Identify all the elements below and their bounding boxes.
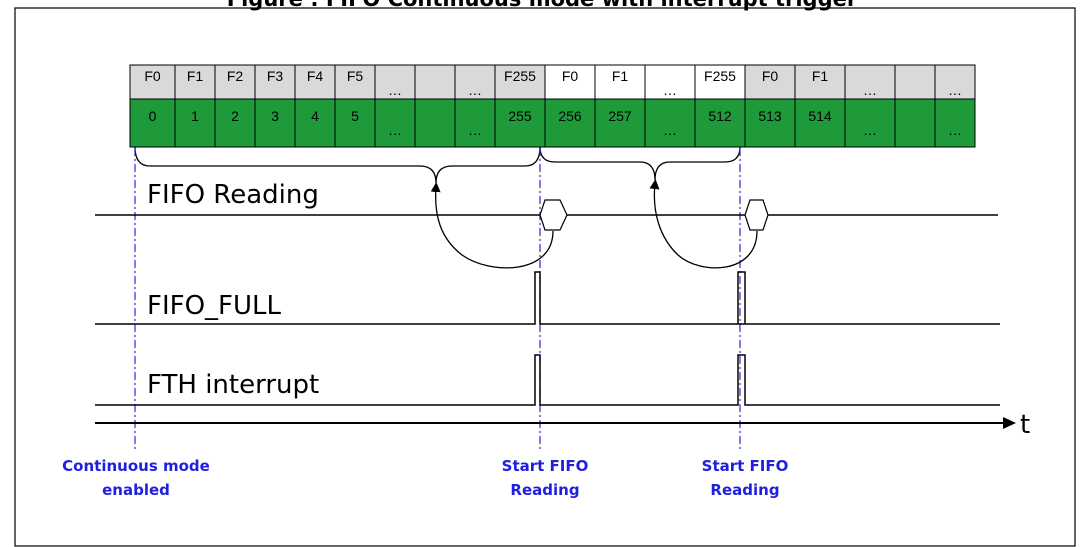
fifo-sample-cell [844,98,896,148]
fifo-slot-label: … [468,82,482,98]
buffer-brace-1 [134,146,541,184]
fifo-slot-label: … [663,82,677,98]
fifo-slot-label: F2 [227,68,244,84]
fifo-sample-label: 514 [808,108,832,124]
fifo-slot-label: … [863,82,877,98]
read-arrow-1 [430,182,554,269]
annotation-start2-line1: Start FIFO [702,457,789,475]
buffer-brace-2 [539,146,741,181]
fifo-full-signal-pulse-2 [737,271,746,324]
figure-border [14,7,1076,547]
fifo-sample-label: 512 [708,108,732,124]
fifo-slot-cell [414,64,456,100]
fifo-sample-cell [934,98,976,148]
fifo-slot-cell [694,64,746,100]
read-burst-1 [539,199,568,231]
fifo-slot-cell [374,64,416,100]
annotation-start2-line2: Reading [710,481,779,499]
fifo-slot-label: F1 [812,68,829,84]
time-axis-arrowhead [1003,417,1016,429]
fifo-sample-cell [644,98,696,148]
fifo-slot-label: … [948,82,962,98]
fifo-slot-label: F255 [504,68,536,84]
fifo-reading-label: FIFO Reading [147,180,319,210]
fifo-full-signal [95,271,1000,325]
fifo-slot-cell [934,64,976,100]
fifo-sample-label: 3 [271,108,279,124]
fifo-sample-cell [494,98,546,148]
fifo-slot-cell [294,64,336,100]
annotation-continuous-line2: enabled [102,481,170,499]
fifo-sample-cell [214,98,256,148]
fifo-sample-cell [129,98,176,148]
fifo-slot-label: F5 [347,68,364,84]
fifo-slot-label: F255 [704,68,736,84]
fifo-sample-label: 4 [311,108,319,124]
fifo-sample-cell [594,98,646,148]
fifo-slot-label: F4 [307,68,324,84]
annotation-start1-line2: Reading [510,481,579,499]
fifo-sample-cell [374,98,416,148]
fifo-slot-label: F0 [762,68,779,84]
fifo-slot-cell [744,64,796,100]
fifo-slot-cell [844,64,896,100]
fifo-sample-label: 255 [508,108,532,124]
fifo-sample-label: … [863,122,877,138]
fifo-sample-label: … [948,122,962,138]
fifo-slot-cell [894,64,936,100]
fifo-sample-label: 257 [608,108,632,124]
fifo-slot-label: F0 [144,68,161,84]
time-axis-label: t [1020,410,1030,440]
fifo-slot-label: F3 [267,68,284,84]
fifo-sample-label: 256 [558,108,582,124]
fifo-slot-cell [254,64,296,100]
read-arrow-2 [649,179,758,269]
fifo-sample-label: 1 [191,108,199,124]
fifo-slot-label: F1 [612,68,629,84]
fth-interrupt-label: FTH interrupt [147,370,319,400]
fifo-sample-label: … [388,122,402,138]
fifo-sample-label: … [663,122,677,138]
fifo-sample-label: 5 [351,108,359,124]
fifo-table: F0 0 F1 1 F2 2 F3 3 F4 4 F5 5 … … … … F255 255 F0 256 F1 257 …… [129,64,976,148]
annotation-start1-line1: Start FIFO [502,457,589,475]
fifo-slot-label: F0 [562,68,579,84]
fifo-sample-label: 513 [758,108,782,124]
fifo-slot-label: F1 [187,68,204,84]
fifo-slot-cell [334,64,376,100]
fth-interrupt-signal [95,354,1000,406]
fifo-slot-cell [544,64,596,100]
fifo-sample-label: … [468,122,482,138]
fifo-sample-cell [294,98,336,148]
figure-title: Figure : FIFO Continuous mode with inter… [0,0,1084,11]
fifo-full-label: FIFO_FULL [147,291,282,321]
fifo-sample-cell [894,98,936,148]
fifo-slot-label: … [388,82,402,98]
fifo-sample-cell [414,98,456,148]
fifo-slot-cell [794,64,846,100]
fifo-sample-cell [254,98,296,148]
annotation-continuous-line1: Continuous mode [62,457,210,475]
read-burst-2 [744,199,769,231]
fifo-sample-cell [794,98,846,148]
fifo-sample-cell [744,98,796,148]
fifo-sample-cell [334,98,376,148]
fifo-sample-label: 2 [231,108,239,124]
fifo-slot-cell [454,64,496,100]
fifo-sample-label: 0 [149,108,157,124]
